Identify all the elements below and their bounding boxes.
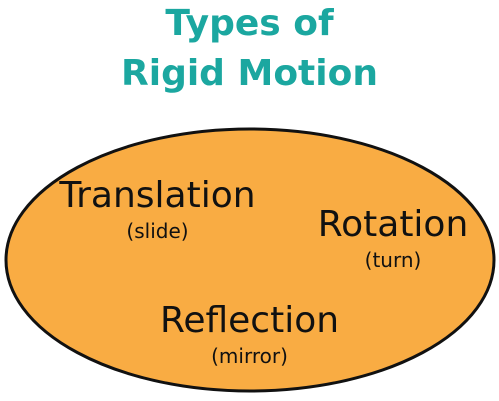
motion-translation-description: (slide): [126, 219, 189, 243]
motion-rotation-label: Rotation: [317, 204, 469, 245]
motion-reflection-label: Reflection: [159, 300, 340, 341]
motion-rotation-description: (turn): [364, 248, 422, 272]
motion-translation: Translation (slide): [55, 175, 260, 243]
motion-translation-label: Translation: [59, 175, 256, 216]
motion-rotation: Rotation (turn): [313, 204, 473, 272]
oval-shape: [4, 127, 496, 393]
title-line-2: Rigid Motion: [121, 53, 378, 94]
motion-reflection: Reflection (mirror): [152, 300, 347, 368]
title-line-1: Types of: [165, 3, 334, 44]
motion-reflection-description: (mirror): [211, 344, 288, 368]
